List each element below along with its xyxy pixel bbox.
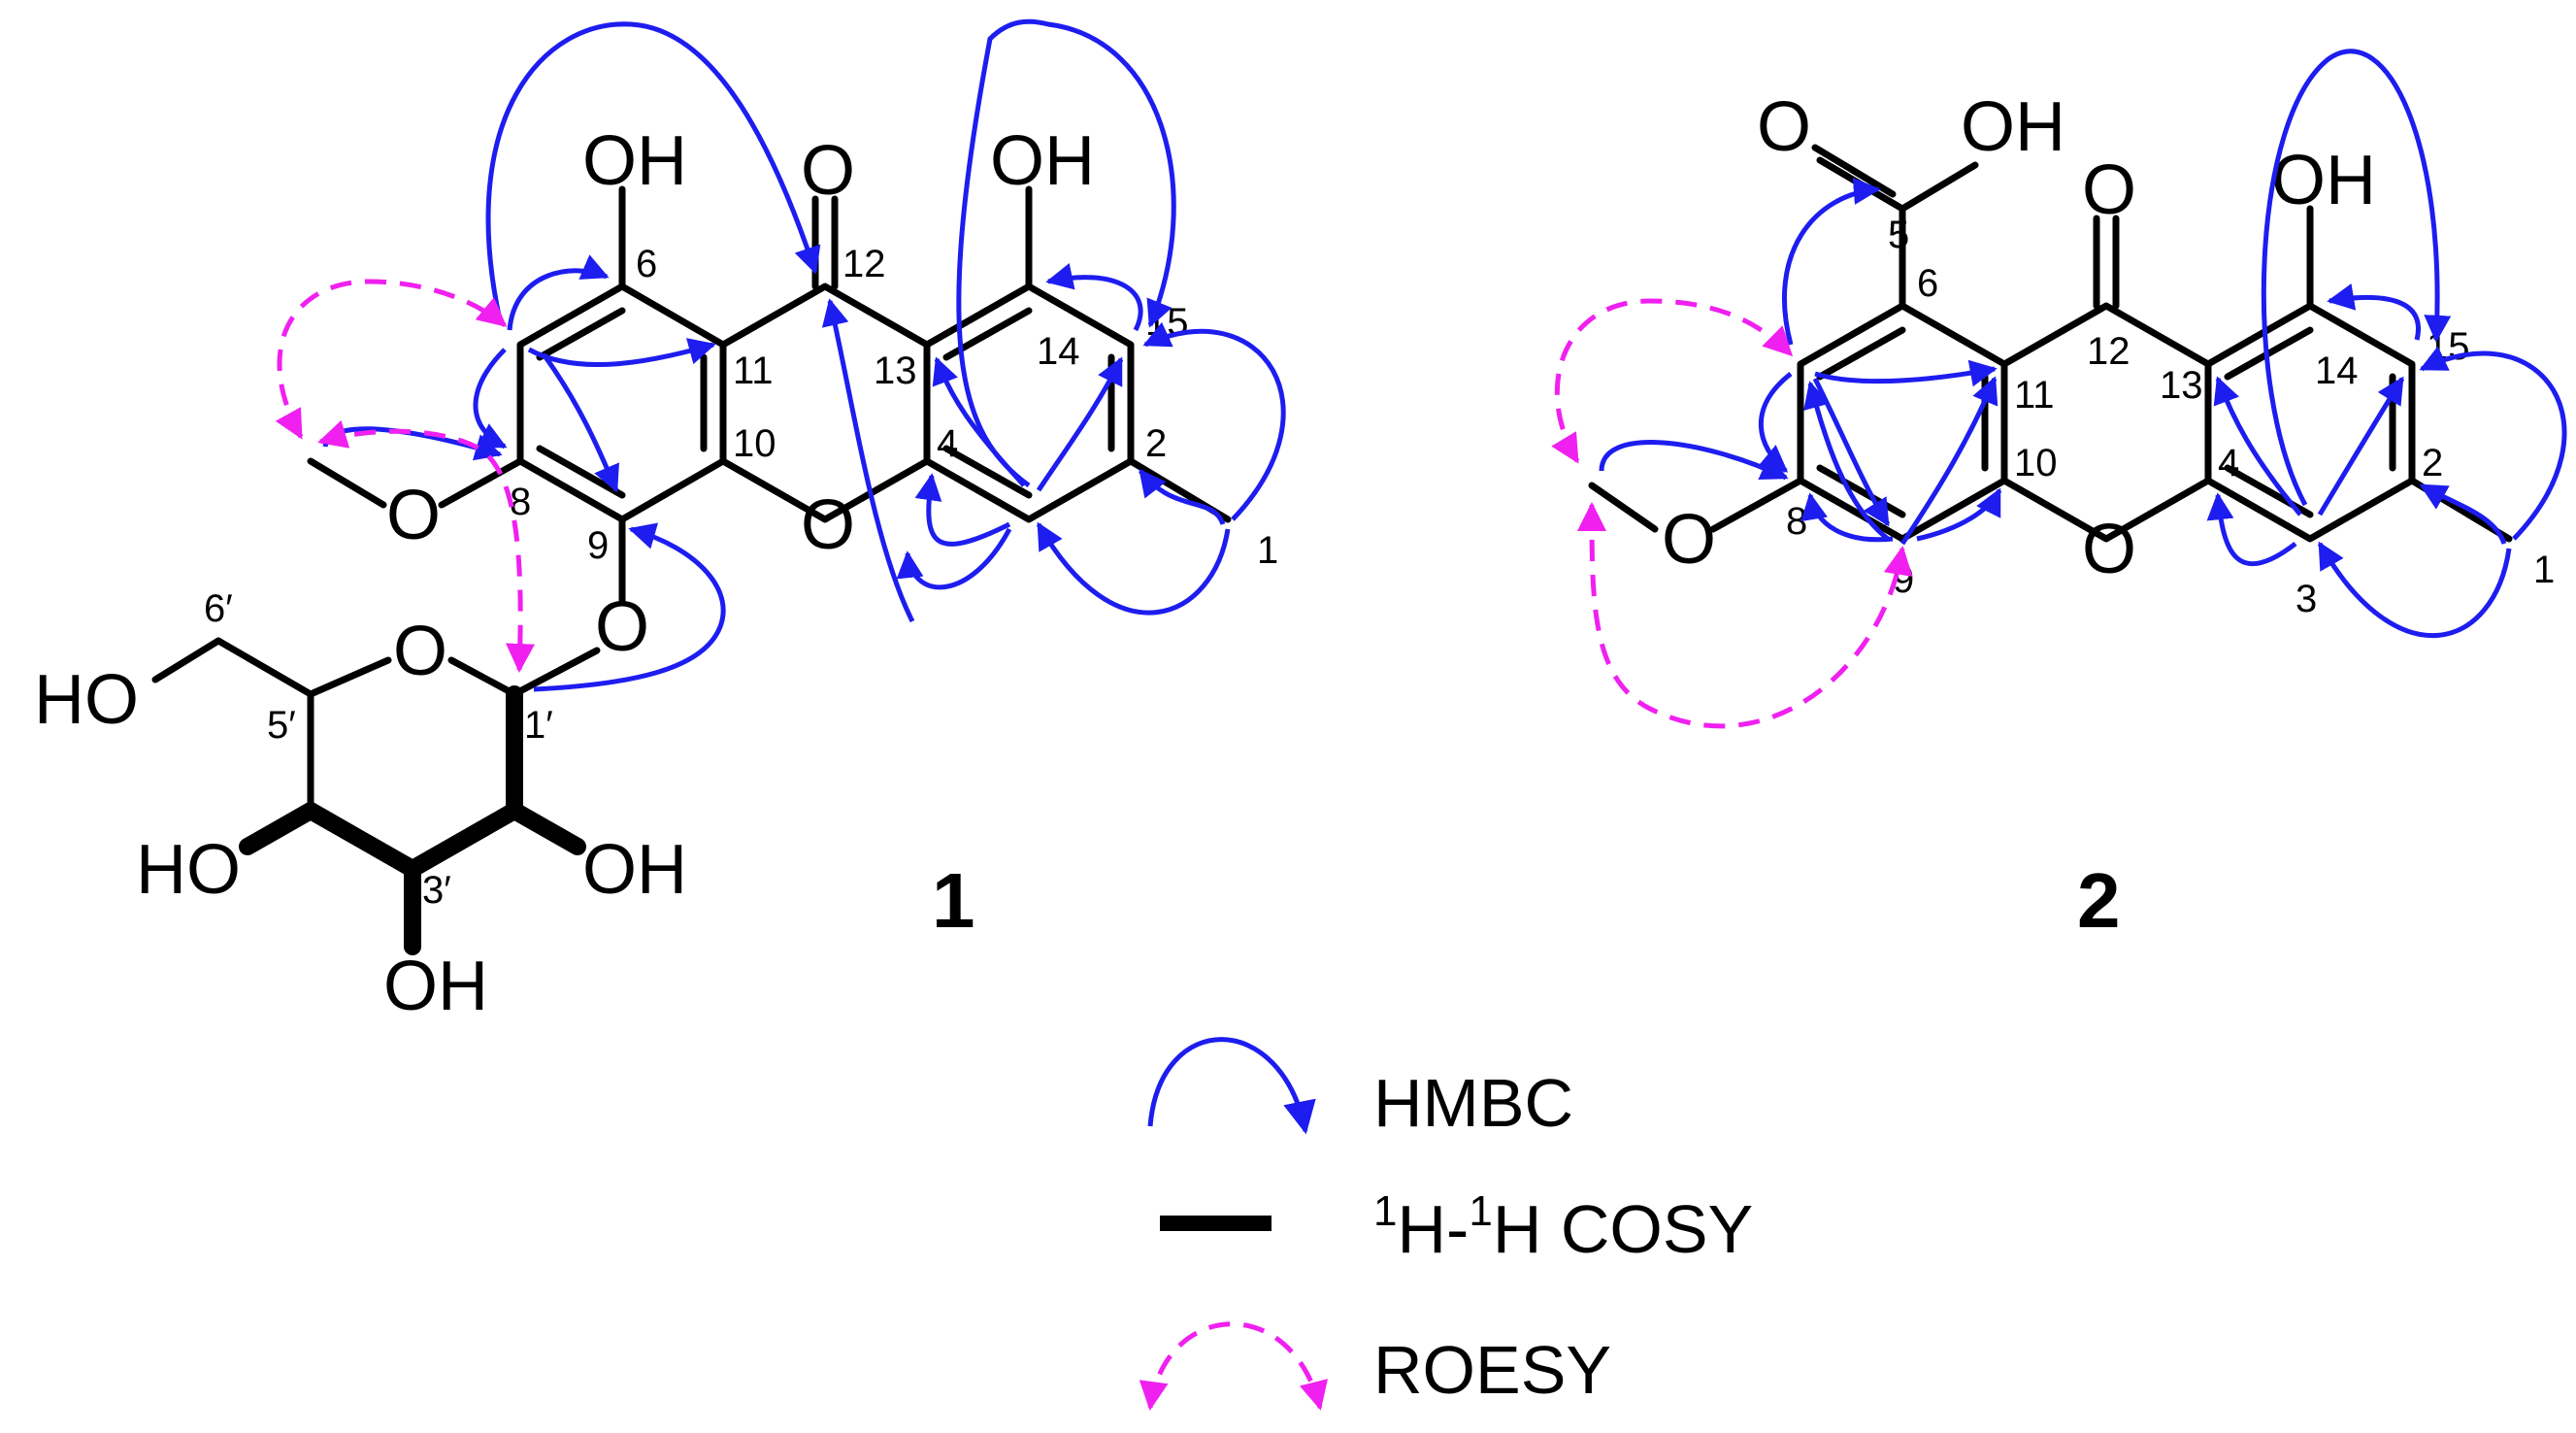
c1-num-5p: 5′	[267, 704, 296, 747]
compound-1-bonds	[151, 185, 1232, 815]
c1-ring-o-atom: O	[801, 486, 855, 564]
c1-oh14-atom: OH	[990, 122, 1095, 200]
c1-num-4: 4	[937, 422, 958, 465]
c2-num-12: 12	[2087, 330, 2130, 373]
legend-cosy-h2: H COSY	[1493, 1191, 1753, 1267]
legend-cosy-label: 1H-1H COSY	[1373, 1187, 1753, 1267]
c1-num-1: 1	[1257, 529, 1278, 572]
c2-num-4: 4	[2218, 442, 2239, 484]
c2-carboxyl-oh-atom: OH	[1961, 88, 2065, 166]
c2-num-14: 14	[2315, 350, 2359, 392]
compound-1-structure: OH OH O O O O O HO OH OH HO 6 12 14 15 1…	[34, 18, 1286, 1025]
c1-num-10: 10	[733, 422, 776, 465]
c2-compound-label: 2	[2077, 857, 2121, 944]
c2-num-13: 13	[2160, 364, 2203, 407]
c2-ring-o-atom: O	[2082, 511, 2136, 588]
legend-cosy-sup2: 1	[1469, 1187, 1492, 1235]
legend-roesy-arrow	[1139, 1321, 1328, 1411]
c2-carboxyl-o-atom: O	[1757, 88, 1811, 166]
c1-compound-label: 1	[932, 857, 975, 944]
c1-num-2: 2	[1145, 422, 1167, 465]
legend-cosy-sup1: 1	[1373, 1187, 1397, 1235]
c2-num-5: 5	[1888, 214, 1909, 256]
compound-2-structure: O OH O OH O O 5 6 12 14 15 13 11 10 4 2 …	[1551, 49, 2567, 944]
c1-oh3p-atom: OH	[383, 948, 488, 1025]
c2-num-3: 3	[2295, 578, 2317, 620]
c1-num-13: 13	[874, 350, 917, 392]
legend-cosy-h1: H-	[1397, 1191, 1469, 1267]
c1-glycosidic-o-atom: O	[595, 588, 649, 666]
c2-num-11: 11	[2014, 374, 2055, 417]
c2-oh14-atom: OH	[2271, 142, 2376, 219]
c2-hmbc-correlations	[1599, 49, 2567, 638]
c1-num-6: 6	[636, 243, 657, 285]
c1-num-11: 11	[733, 350, 774, 392]
c2-num-6: 6	[1917, 262, 1938, 305]
c2-num-1: 1	[2533, 549, 2555, 591]
c1-num-6p: 6′	[204, 587, 233, 630]
c1-num-9: 9	[587, 524, 609, 567]
c1-oh2p-atom: OH	[582, 831, 687, 909]
c1-ho4p-atom: HO	[136, 831, 241, 909]
c2-methoxy-o-atom: O	[1662, 501, 1716, 579]
c1-ho6p-atom: HO	[34, 661, 139, 739]
c1-num-3p: 3′	[422, 869, 451, 912]
c2-roesy-correlations	[1551, 298, 1913, 729]
c1-pyranose-o-atom: O	[393, 613, 447, 690]
c1-num-12: 12	[842, 243, 886, 285]
c2-num-10: 10	[2014, 442, 2058, 484]
c1-methoxy-o-atom: O	[386, 477, 441, 554]
compound-2-bonds	[1588, 144, 2513, 543]
c1-carbonyl-o-atom: O	[801, 132, 855, 210]
legend-roesy-label: ROESY	[1373, 1332, 1611, 1408]
legend-hmbc-label: HMBC	[1373, 1065, 1573, 1141]
c1-num-14: 14	[1037, 330, 1080, 373]
legend: HMBC 1H-1H COSY ROESY	[1139, 1037, 1753, 1411]
c1-num-1p: 1′	[524, 704, 553, 747]
compound-1-sugar-bold-bonds	[239, 685, 586, 955]
c1-roesy-correlations	[275, 279, 536, 673]
c2-num-2: 2	[2422, 442, 2443, 484]
c2-num-8: 8	[1786, 500, 1807, 543]
legend-hmbc-arrow	[1147, 1037, 1316, 1135]
c1-oh6-atom: OH	[582, 122, 687, 200]
c2-carbonyl-o-atom: O	[2082, 151, 2136, 229]
c1-hmbc-correlations	[322, 18, 1286, 692]
